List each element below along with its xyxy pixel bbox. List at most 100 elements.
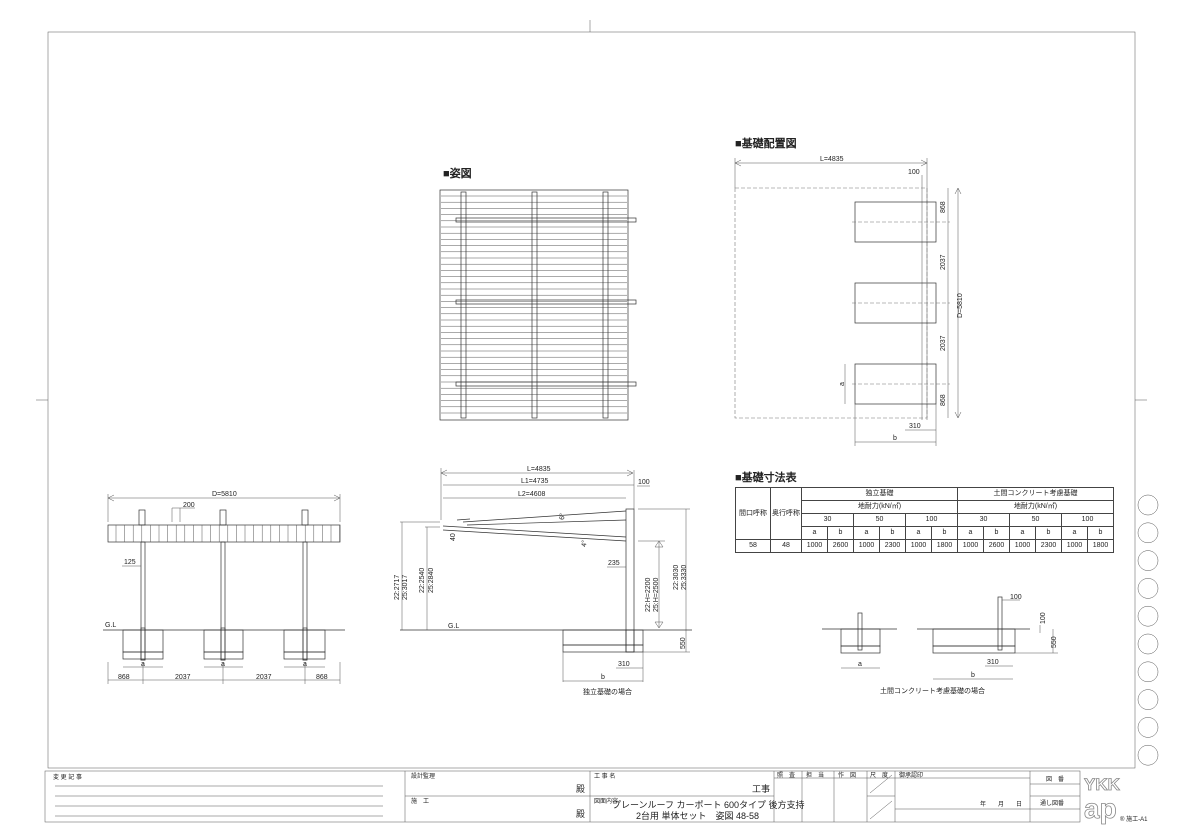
cell-value: 1000 — [853, 539, 880, 553]
detail-100: 100 — [1010, 594, 1022, 601]
front-d4: 868 — [316, 674, 328, 681]
change-log-label: 変 更 記 事 — [53, 773, 82, 781]
side-hl1: 22:2717 — [394, 575, 401, 600]
side-310: 310 — [618, 661, 630, 668]
table-title: ■基礎寸法表 — [735, 470, 798, 484]
cell-value: 1000 — [905, 539, 932, 553]
th-bearing2: 地耐力(kN/㎡) — [957, 500, 1114, 514]
layout-D: D=5810 — [957, 293, 964, 318]
th-load: 100 — [905, 513, 958, 527]
serial-no-label: 通し図番 — [1040, 799, 1064, 807]
front-d1: 868 — [118, 674, 130, 681]
date-label: 年 月 日 — [980, 800, 1022, 808]
sheet-frame — [36, 20, 1147, 769]
th-ab: a — [1009, 526, 1036, 540]
th-ab: a — [801, 526, 828, 540]
side-hl2: 25:3017 — [402, 575, 409, 600]
th-ab: b — [1035, 526, 1062, 540]
revision-circle — [1137, 605, 1159, 627]
plan-view-title: ■姿図 — [443, 166, 472, 180]
side-t1: 22:3030 — [673, 565, 680, 590]
layout-title: ■基礎配置図 — [735, 136, 797, 150]
project-name-label: 工 事 名 — [594, 772, 615, 780]
th-bearing1: 地耐力(kN/㎡) — [801, 500, 958, 514]
content-line2: 2台用 単体セット 姿図 48-58 — [636, 810, 759, 821]
side-hm1: 22:2540 — [419, 568, 426, 593]
cell-value: 2300 — [879, 539, 906, 553]
cell-width: 58 — [735, 539, 771, 553]
drawing-no-label: 図 番 — [1046, 776, 1064, 783]
detail-b: b — [971, 672, 975, 679]
detail-slab: 100 — [1040, 612, 1047, 624]
cell-value: 1000 — [1061, 539, 1088, 553]
layout-p2: 2037 — [940, 254, 947, 270]
svg-text:ap: ap — [1084, 793, 1117, 824]
th-ab: b — [931, 526, 958, 540]
roof-outline — [439, 189, 629, 421]
project-suffix: 工事 — [752, 783, 770, 794]
detail-a: a — [858, 661, 862, 668]
revision-circle — [1137, 494, 1159, 516]
layout-p4: 868 — [940, 394, 947, 406]
content-label: 図面内容 — [594, 797, 618, 805]
front-d2: 2037 — [175, 674, 191, 681]
slab-foundation-detail: a 100 100 550 310 b 土間コンクリート考慮基礎の場合 — [822, 594, 1058, 695]
th-load: 50 — [853, 513, 906, 527]
foundation-dimension-table: 間口呼称 奥行呼称 独立基礎 土間コンクリート考慮基礎 地耐力(kN/㎡) 地耐… — [735, 487, 1114, 553]
side-caption: 独立基礎の場合 — [583, 687, 632, 696]
th-ab: a — [1061, 526, 1088, 540]
cell-value: 1800 — [931, 539, 958, 553]
cell-value: 1800 — [1087, 539, 1114, 553]
th-ab: a — [905, 526, 932, 540]
layout-b: b — [893, 435, 897, 442]
th-load: 100 — [1061, 513, 1114, 527]
layout-a: a — [839, 382, 846, 386]
side-550: 550 — [680, 637, 687, 649]
layout-offset: 100 — [908, 169, 920, 176]
th-load: 30 — [801, 513, 854, 527]
front-gl: G.L — [105, 622, 116, 629]
title-block: 変 更 記 事 設計監理 殿 施 工 殿 工 事 名 工事 図面内容 プレーンル… — [44, 770, 1148, 825]
side-gl: G.L — [448, 623, 459, 630]
cell-value: 2600 — [827, 539, 854, 553]
th-load: 50 — [1009, 513, 1062, 527]
revision-circle — [1137, 633, 1159, 655]
th-ab: a — [853, 526, 880, 540]
scale-label: 尺 度 — [870, 771, 888, 779]
side-angle2: 4° — [580, 540, 589, 548]
svg-text:YKK: YKK — [1084, 775, 1121, 794]
side-40: 40 — [450, 533, 457, 541]
roof-beams — [455, 191, 637, 419]
side-235: 235 — [608, 560, 620, 567]
layout-p3: 2037 — [940, 335, 947, 351]
content-line1: プレーンルーフ カーポート 600タイプ 後方支持 — [612, 799, 805, 810]
side-b: b — [601, 674, 605, 681]
cell-value: 1000 — [801, 539, 828, 553]
front-200: 200 — [183, 502, 195, 509]
construction-label: 施 工 — [411, 797, 429, 805]
ykk-ap-logo: YKK ap — [1084, 775, 1121, 825]
drawn-label: 作 図 — [838, 771, 856, 779]
th-ab: a — [957, 526, 984, 540]
cell-value: 1000 — [1009, 539, 1036, 553]
revision-circle — [1137, 689, 1159, 710]
revision-circle — [1137, 717, 1159, 738]
revision-circle — [1137, 522, 1159, 544]
th-ab: b — [827, 526, 854, 540]
design-label: 設計監理 — [411, 772, 435, 780]
th-ab: b — [879, 526, 906, 540]
revision-circle — [1137, 578, 1159, 599]
approval-label: 御承認印 — [899, 771, 923, 779]
side-hm2: 25:2840 — [428, 568, 435, 593]
plan-view: ■姿図 — [439, 166, 637, 421]
sheet-code: ® 施工-A1 — [1120, 815, 1148, 823]
side-H2: 25:H=2500 — [653, 577, 660, 612]
front-125: 125 — [124, 559, 136, 566]
side-angle1: 6° — [558, 513, 567, 521]
charge-label: 担 当 — [806, 771, 824, 779]
cell-value: 1000 — [957, 539, 984, 553]
th-ab: b — [1087, 526, 1114, 540]
th-ab: b — [983, 526, 1010, 540]
revision-circle — [1137, 661, 1159, 683]
